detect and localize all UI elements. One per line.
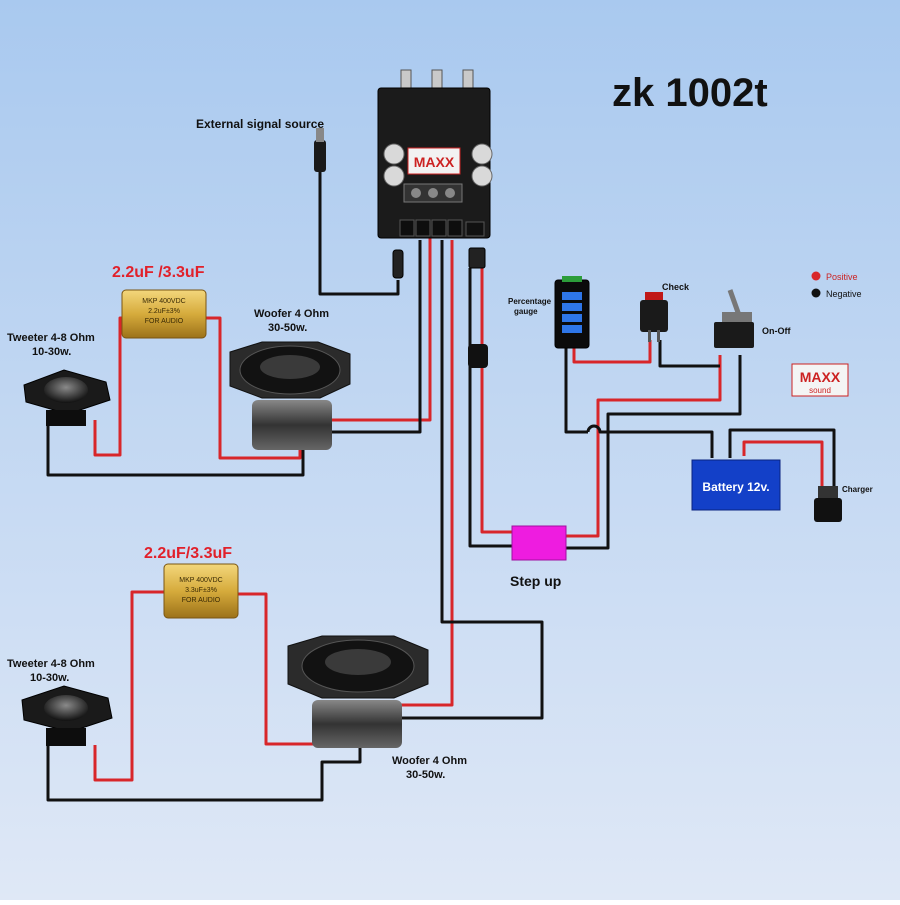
inline-connector — [468, 344, 488, 368]
external-signal-jack — [314, 128, 326, 172]
legend-negative-dot — [811, 288, 821, 298]
wire-top-cap-to-woofer — [204, 316, 302, 460]
wire-stepup-positive — [566, 355, 722, 538]
cap-top-print-line2: 2.2uF±3% — [148, 308, 180, 315]
label-cap-top: 2.2uF /3.3uF — [112, 264, 205, 281]
legend-positive-label: Positive — [826, 272, 858, 282]
label-charger: Charger — [842, 485, 873, 494]
wire-crossover-hop — [586, 424, 714, 458]
wire-bottom-tweeter-positive — [93, 590, 166, 782]
brand-logo-sub: sound — [809, 386, 831, 395]
label-tweeter-top-1: Tweeter 4-8 Ohm — [7, 332, 95, 344]
board-logo-plate — [407, 147, 461, 175]
charger-jack — [814, 486, 842, 522]
battery — [691, 459, 781, 511]
capacitor-bottom: MKP 400VDC 3.3uF±3% FOR AUDIO — [163, 563, 239, 619]
wire-stepup-negative — [566, 355, 742, 550]
label-woofer-bottom-1: Woofer 4 Ohm — [392, 755, 467, 767]
woofer-bottom — [287, 635, 429, 748]
label-percentage-2: gauge — [514, 307, 538, 316]
wire-gauge-check — [572, 340, 652, 364]
label-step-up: Step up — [510, 573, 561, 589]
cap-top-print-line1: MKP 400VDC — [142, 298, 185, 305]
board-terminals — [399, 219, 485, 237]
aux-plug — [392, 249, 404, 279]
wire-gauge-negative — [564, 348, 588, 434]
label-percentage-1: Percentage — [508, 297, 552, 306]
signal-cable — [318, 170, 400, 296]
label-tweeter-top-2: 10-30w. — [32, 346, 71, 358]
brand-logo-main: MAXX — [800, 369, 841, 385]
wire-top-woofer-positive — [328, 236, 432, 422]
cap-top-print-line3: FOR AUDIO — [145, 318, 184, 325]
dc-plug — [468, 247, 486, 269]
battery-label: Battery 12v. — [702, 480, 769, 494]
cap-bottom-print-line3: FOR AUDIO — [182, 597, 221, 604]
wire-battery-negative — [728, 428, 836, 488]
amplifier-board: MAXX — [377, 69, 493, 279]
wire-top-woofer-negative — [328, 240, 422, 434]
label-tweeter-bottom-1: Tweeter 4-8 Ohm — [7, 658, 95, 670]
label-on-off: On-Off — [762, 326, 791, 336]
label-cap-bottom: 2.2uF/3.3uF — [144, 545, 232, 562]
wire-battery-positive — [742, 440, 824, 488]
wire-check-switch — [658, 340, 720, 368]
capacitor-top: MKP 400VDC 2.2uF±3% FOR AUDIO — [121, 289, 207, 339]
woofer-top — [229, 341, 351, 450]
cap-bottom-print-line2: 3.3uF±3% — [185, 587, 217, 594]
step-up-module — [511, 525, 567, 561]
label-woofer-top-2: 30-50w. — [268, 322, 307, 334]
wire-bottom-tweeter-negative — [46, 730, 362, 802]
wires — [46, 170, 836, 802]
diagram-title: zk 1002t — [612, 71, 768, 115]
check-button — [640, 292, 668, 342]
board-logo: MAXX — [414, 154, 455, 170]
tweeter-top — [23, 369, 111, 426]
wire-bottom-woofer-negative — [384, 240, 544, 720]
cap-bottom-print-line1: MKP 400VDC — [179, 577, 222, 584]
legend-negative-label: Negative — [826, 289, 862, 299]
wire-top-tweeter-positive — [93, 316, 124, 457]
tweeter-bottom — [21, 685, 113, 746]
label-tweeter-bottom-2: 10-30w. — [30, 672, 69, 684]
brand-logo: MAXX sound — [791, 363, 849, 397]
on-off-switch — [714, 289, 754, 348]
label-woofer-top-1: Woofer 4 Ohm — [254, 308, 329, 320]
label-check: Check — [662, 282, 690, 292]
wire-top-tweeter-negative — [46, 420, 305, 477]
legend-positive-dot — [811, 271, 821, 281]
wire-bottom-woofer-positive — [380, 240, 454, 707]
percentage-gauge — [554, 276, 590, 349]
label-external-signal: External signal source — [196, 117, 324, 131]
label-woofer-bottom-2: 30-50w. — [406, 769, 445, 781]
